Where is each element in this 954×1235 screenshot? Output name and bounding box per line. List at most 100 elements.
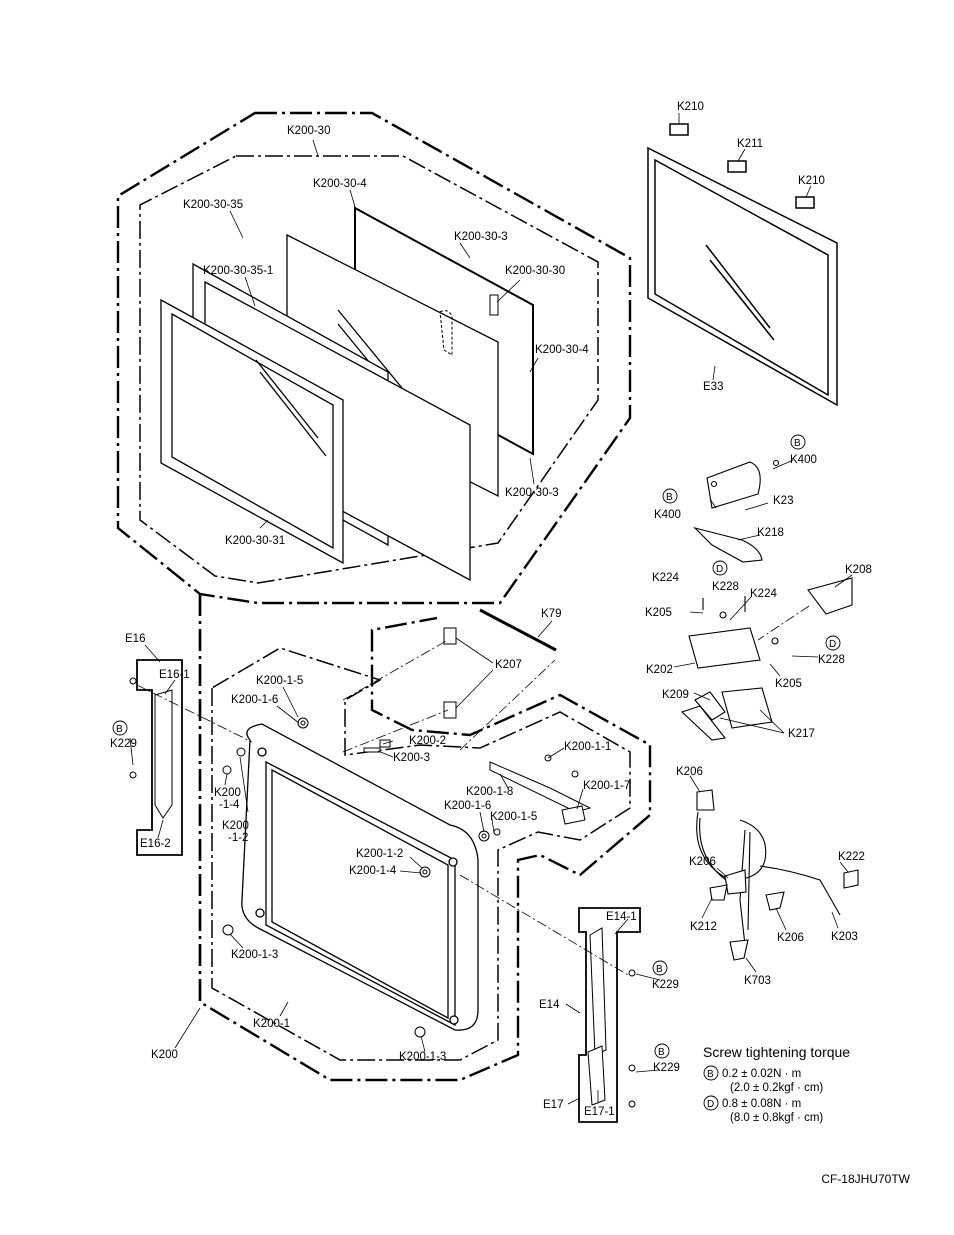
label-k200-1-4a-line2: -1-4 (219, 799, 240, 811)
label-k206a: K206 (676, 766, 703, 778)
label-k200-1-4a-line1: K200 (214, 787, 241, 799)
circled-markers: B B D D B B B (112, 434, 841, 1059)
torque-d-line1: 0.8 ± 0.08N · m (722, 1098, 801, 1110)
marker-b-k400a: B (790, 434, 806, 450)
svg-text:B: B (794, 438, 801, 449)
model-number: CF-18JHU70TW (821, 1172, 910, 1186)
hinge-parts (680, 459, 853, 741)
side-bracket-e16 (136, 659, 183, 856)
part-labels: K210 K211 K210 E33 K200-30 K200-30-4 K20… (110, 101, 872, 1118)
lcd-connector-k200-30-30 (439, 294, 499, 356)
label-k200-1-5a: K200-1-5 (256, 675, 303, 687)
label-e33: E33 (703, 381, 723, 393)
label-k200-1-6b: K200-1-6 (444, 800, 491, 812)
marker-d-k228b: D (825, 635, 841, 651)
label-k229b: K229 (652, 979, 679, 991)
svg-text:D: D (716, 564, 723, 575)
label-k209: K209 (662, 689, 689, 701)
label-k228b: K228 (818, 654, 845, 666)
torque-b-line2: (2.0 ± 0.2kgf · cm) (730, 1082, 823, 1094)
label-k23: K23 (773, 495, 793, 507)
label-k200-1-3a: K200-1-3 (231, 949, 278, 961)
label-k200-1-2a-line2: -1-2 (228, 832, 248, 844)
label-k211: K211 (737, 138, 763, 150)
torque-marker-b: B (703, 1065, 719, 1081)
label-k200-2: K200-2 (409, 735, 446, 747)
label-e17-1: E17-1 (584, 1106, 615, 1118)
label-k200-1-5b: K200-1-5 (490, 811, 537, 823)
label-k206b: K206 (689, 856, 716, 868)
label-k200-1-3b: K200-1-3 (399, 1051, 446, 1063)
label-k400b: K400 (654, 509, 681, 521)
side-bracket-e16-part (129, 677, 173, 819)
torque-title: Screw tightening torque (703, 1044, 850, 1060)
k200-boundary (198, 594, 652, 1082)
label-k200-30-3a: K200-30-3 (454, 231, 508, 243)
svg-text:D: D (829, 639, 836, 650)
label-e16: E16 (125, 633, 145, 645)
cable-harness (696, 789, 859, 961)
torque-d-line2: (8.0 ± 0.8kgf · cm) (730, 1112, 823, 1124)
alignment-lines (136, 639, 629, 976)
label-k200-1-1: K200-1-1 (564, 741, 611, 753)
marker-b-k229c: B (654, 1043, 670, 1059)
label-k200-3: K200-3 (393, 752, 430, 764)
torque-b-line1: 0.2 ± 0.02N · m (722, 1068, 801, 1080)
label-k200-1: K200-1 (253, 1018, 290, 1030)
label-k207: K207 (495, 659, 522, 671)
frame-small-parts (222, 608, 592, 1038)
hinge-leader-lines (673, 459, 853, 734)
frame-leader-lines (129, 620, 661, 1105)
side-bracket-e14-part (587, 927, 636, 1108)
label-k200-30-31: K200-30-31 (225, 535, 285, 547)
label-e16-2: E16-2 (140, 838, 171, 850)
label-k212: K212 (690, 921, 717, 933)
front-frame-k200-1 (241, 723, 479, 1031)
label-k200-30-4b: K200-30-4 (535, 344, 589, 356)
marker-b-k229b: B (652, 960, 668, 976)
label-k200-30-30: K200-30-30 (505, 265, 565, 277)
label-k200-1-4b: K200-1-4 (349, 865, 397, 877)
label-k210a: K210 (677, 101, 704, 113)
label-k229a: K229 (110, 738, 137, 750)
k200-1-boundary (211, 647, 631, 1061)
cable-leader-lines (689, 775, 849, 973)
k200-30-boundary (116, 111, 632, 605)
svg-text:B: B (658, 1047, 665, 1058)
label-k200-1-2b: K200-1-2 (356, 848, 403, 860)
svg-text:B: B (666, 492, 673, 503)
label-e14-1: E14-1 (606, 911, 637, 923)
svg-text:B: B (116, 724, 123, 735)
label-e14: E14 (539, 999, 560, 1011)
label-k205a: K205 (645, 607, 672, 619)
label-k200-1-2a-line1: K200 (222, 820, 249, 832)
lcd-unit-e33 (647, 123, 838, 407)
marker-b-k229a: B (112, 720, 128, 736)
k200-30-inner-boundary (139, 155, 599, 584)
svg-text:B: B (656, 964, 663, 975)
torque-marker-d: D (703, 1095, 719, 1111)
torque-legend: Screw tightening torque B 0.2 ± 0.02N · … (703, 1044, 850, 1124)
label-k208: K208 (845, 564, 872, 576)
label-k200-30-4a: K200-30-4 (313, 178, 367, 190)
label-k210b: K210 (798, 175, 825, 187)
lcd-bezel-k200-30-31 (160, 298, 344, 565)
marker-b-k400b: B (662, 488, 678, 504)
label-k203: K203 (831, 931, 858, 943)
label-e17: E17 (543, 1099, 563, 1111)
label-k224a: K224 (652, 572, 679, 584)
marker-d-k228a: D (712, 560, 728, 576)
label-k703: K703 (744, 975, 771, 987)
svg-text:D: D (707, 1099, 714, 1110)
label-k218: K218 (757, 527, 784, 539)
side-bracket-e14-e17 (578, 907, 641, 1123)
label-k217: K217 (788, 728, 815, 740)
label-k400a: K400 (790, 454, 817, 466)
lcd-leader-lines (229, 139, 539, 529)
label-k200-1-8: K200-1-8 (466, 786, 513, 798)
label-k200-1-7: K200-1-7 (583, 780, 630, 792)
label-k222: K222 (838, 851, 865, 863)
label-k200-30-35-1: K200-30-35-1 (203, 265, 273, 277)
label-k200: K200 (151, 1049, 178, 1061)
